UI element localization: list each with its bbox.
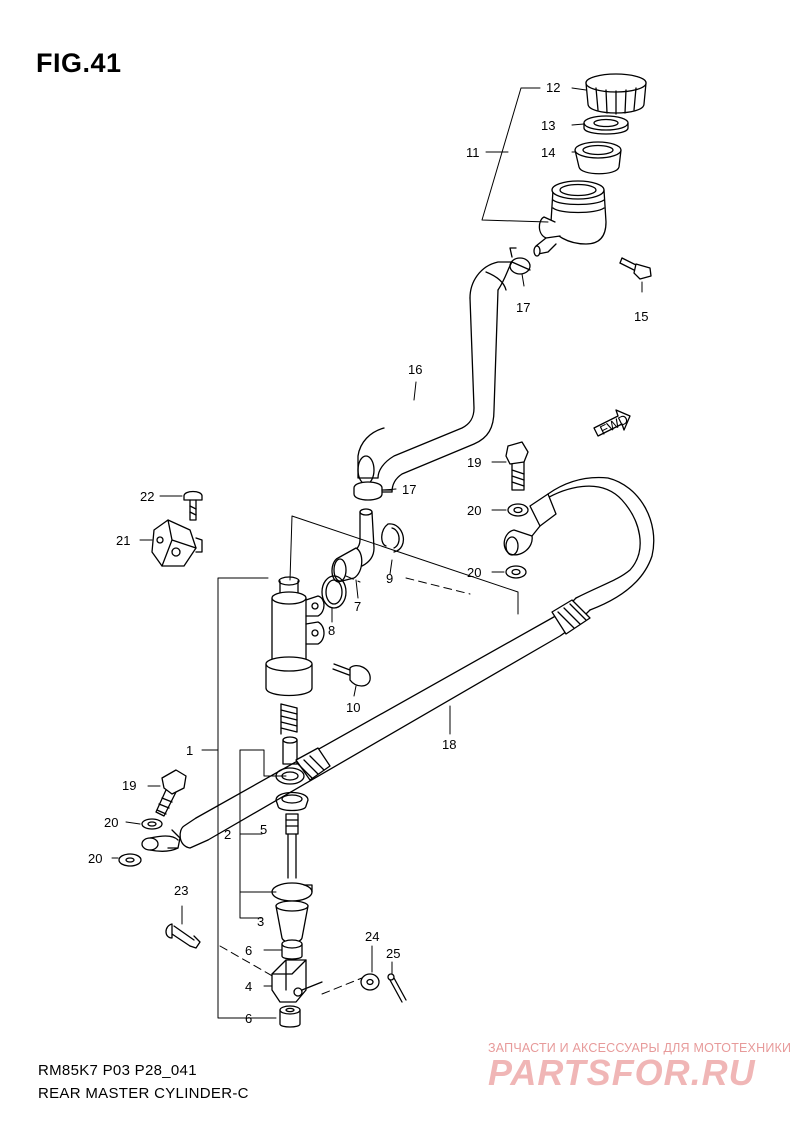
reservoir-cap [585,73,647,115]
master-cylinder-body [265,576,325,697]
callout-5: 5 [260,822,267,837]
callout-23: 23 [174,883,188,898]
fwd-label: FWD [597,411,630,437]
callout-8: 8 [328,623,335,638]
reservoir-hose [357,261,513,493]
circlip [381,523,405,553]
callout-16: 16 [408,362,422,377]
brake-hose [141,476,655,852]
gasket-upper-2 [505,565,527,579]
leader-lines [111,87,643,1019]
callout-20c: 20 [104,815,118,830]
callout-17a: 17 [516,300,530,315]
model-code: RM85K7 P03 P28_041 [38,1062,197,1079]
clevis-pin [165,923,201,949]
hose-guide [151,519,203,567]
callout-18: 18 [442,737,456,752]
guide-screw [183,490,203,521]
boot-retainer [271,882,313,902]
callout-3: 3 [257,914,264,929]
reservoir-plate [583,115,629,135]
callout-12: 12 [546,80,560,95]
gasket-lower-1 [141,818,163,830]
callout-25: 25 [386,946,400,961]
gasket-lower-2 [118,853,142,867]
nut-lower [279,1005,301,1028]
gasket-upper-1 [507,503,529,517]
clevis [271,959,323,1003]
watermark-tagline: ЗАПЧАСТИ И АКСЕССУАРЫ ДЛЯ МОТОТЕХНИКИ [488,1041,792,1055]
hose-clamp-lower [353,481,393,501]
reservoir-diaphragm [574,141,622,175]
boot [275,900,309,944]
callout-15: 15 [634,309,648,324]
washer [360,973,380,991]
callout-10: 10 [346,700,360,715]
callout-11: 11 [466,145,480,160]
callout-19b: 19 [122,778,136,793]
callout-22: 22 [140,489,154,504]
callout-24: 24 [365,929,379,944]
callout-6a: 6 [245,943,252,958]
callout-labels: 1 2 3 4 5 6 6 7 8 9 10 11 12 13 14 15 16… [88,80,648,1026]
o-ring [321,575,347,609]
callout-17b: 17 [402,482,416,497]
figure-caption: REAR MASTER CYLINDER-C [38,1085,249,1102]
hose-clamp-upper [509,247,531,275]
reservoir-screw [332,663,371,687]
callout-7: 7 [354,599,361,614]
fwd-arrow-icon [593,409,631,437]
callout-6b: 6 [245,1011,252,1026]
callout-9: 9 [386,571,393,586]
callout-14: 14 [541,145,555,160]
callout-20d: 20 [88,851,102,866]
push-rod [285,813,299,879]
inlet-fitting [331,508,375,583]
reservoir-body [533,180,607,257]
return-spring [280,703,298,735]
callout-1: 1 [186,743,193,758]
callout-4: 4 [245,979,252,994]
watermark-brand: PARTSFOR.RU [488,1052,756,1093]
callout-19a: 19 [467,455,481,470]
callout-13: 13 [541,118,555,133]
callout-21: 21 [116,533,130,548]
figure-title: FIG.41 [36,48,122,78]
callout-2: 2 [224,827,231,842]
callout-20a: 20 [467,503,481,518]
cotter-pin [387,973,407,1003]
union-bolt-lower [155,769,187,817]
piston-cup [275,791,309,812]
union-bolt-upper [505,441,529,491]
dashed-leaders [219,575,471,995]
reservoir-mount-bolt [619,257,652,280]
callout-20b: 20 [467,565,481,580]
nut-upper [281,939,303,960]
